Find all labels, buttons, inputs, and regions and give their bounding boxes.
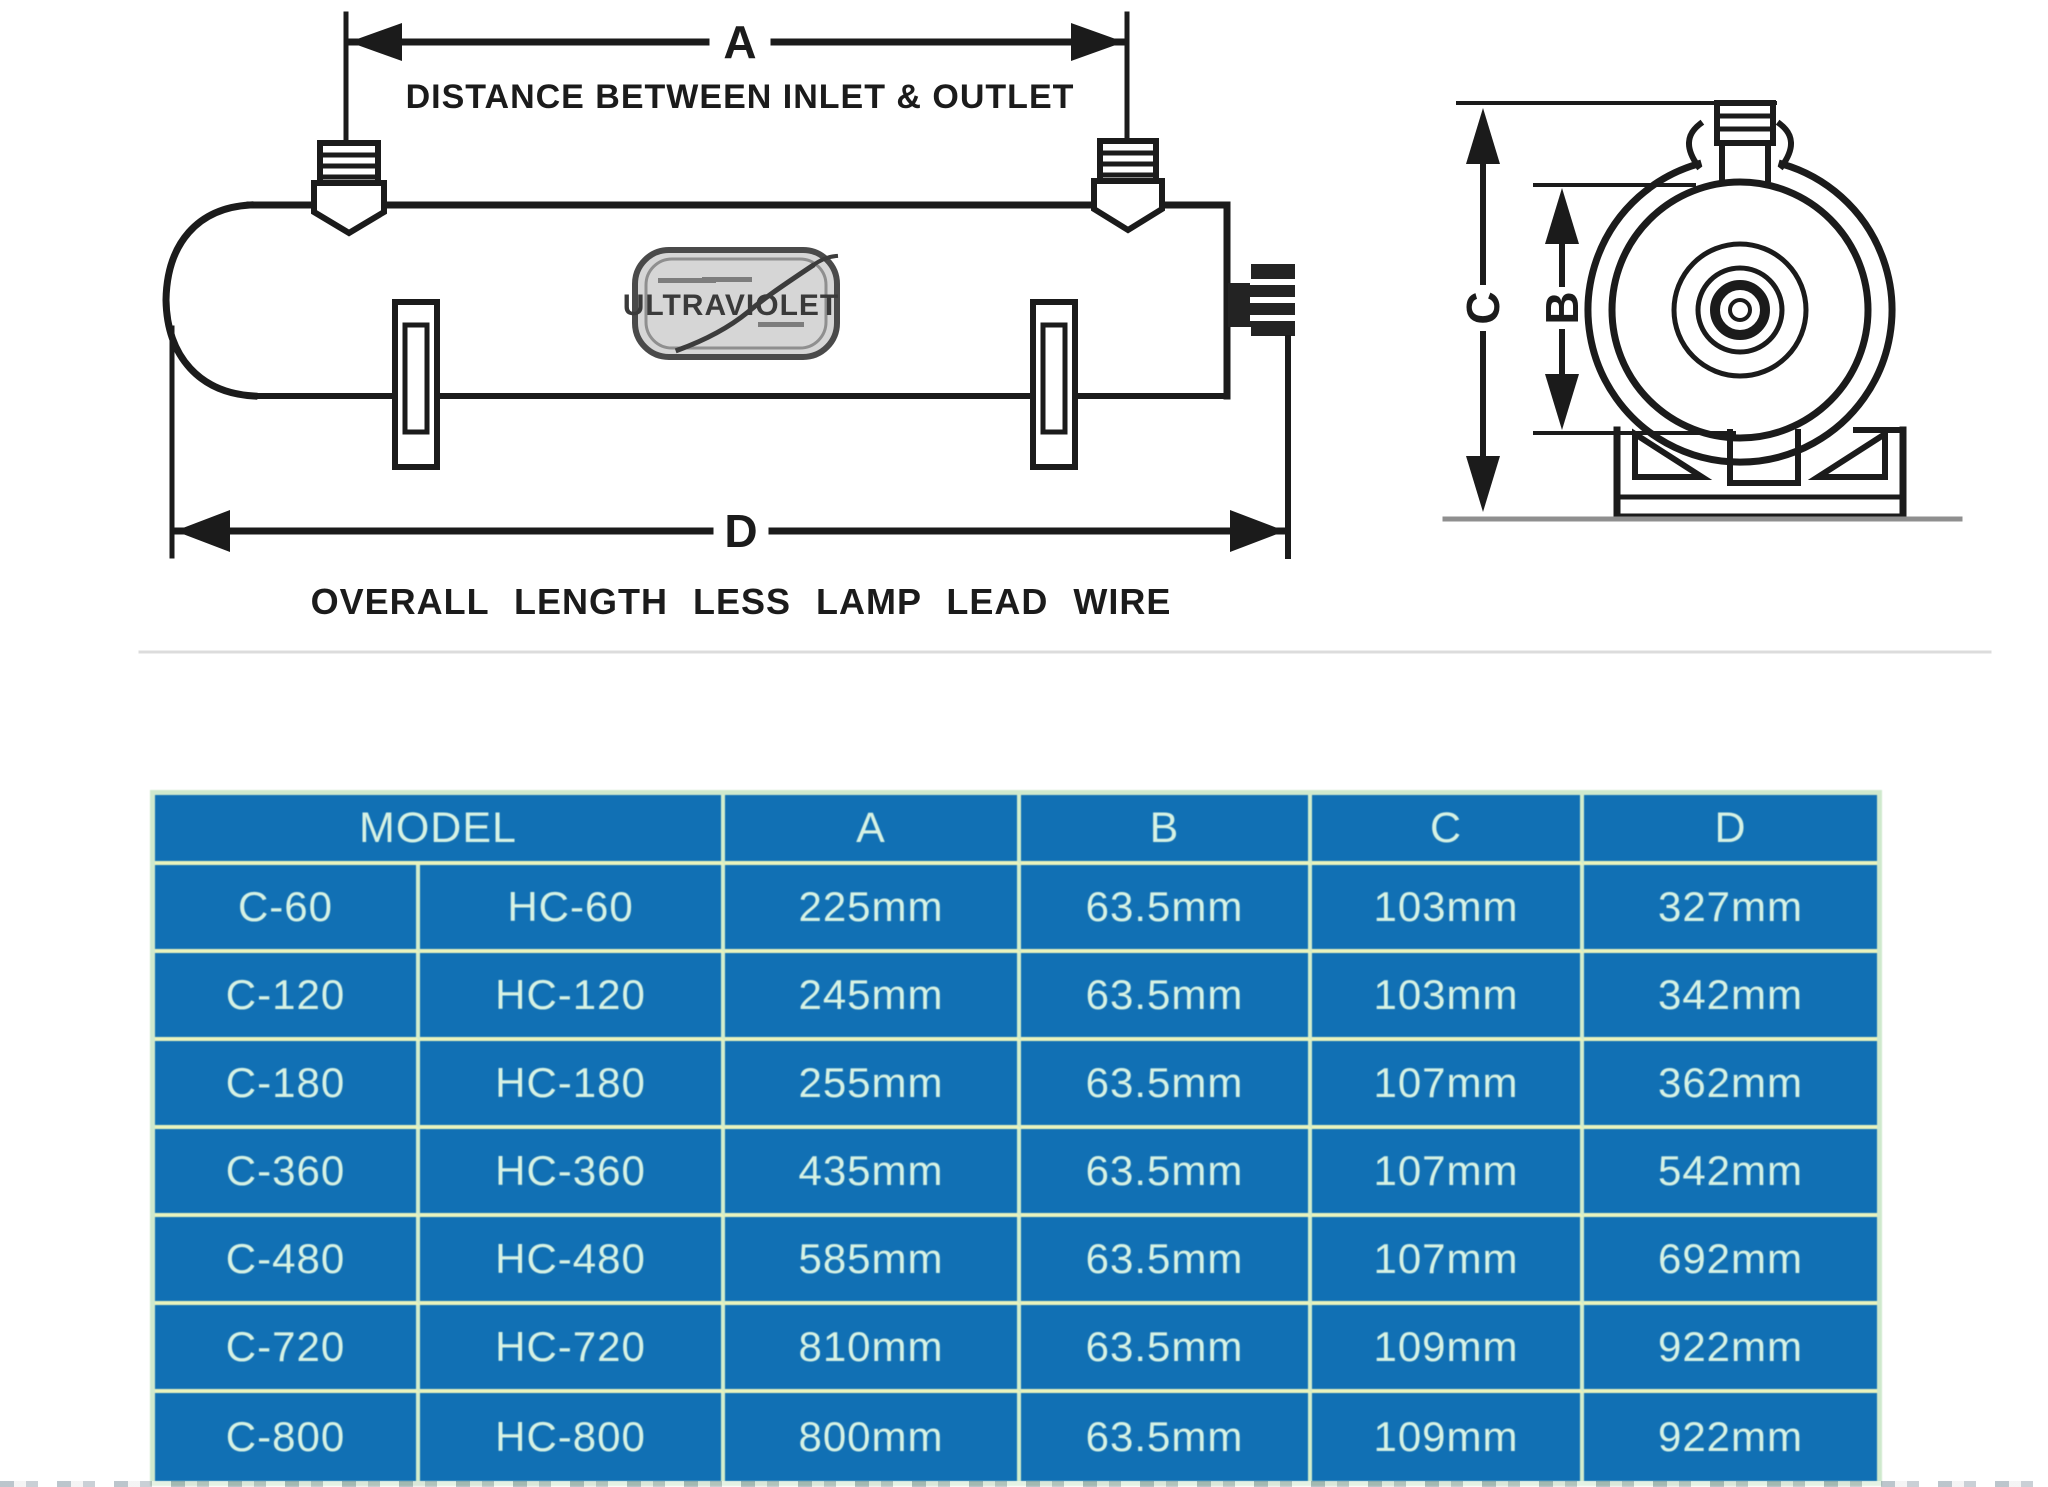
table-cell: 63.5mm — [1021, 1393, 1312, 1481]
table-cell: 63.5mm — [1021, 865, 1312, 953]
table-cell: C-360 — [155, 1129, 420, 1217]
table-cell: HC-120 — [420, 953, 725, 1041]
triangle-cutout-left — [1632, 428, 1713, 480]
table-cell: 362mm — [1584, 1041, 1877, 1129]
technical-diagram: A DISTANCE BETWEEN INLET & OUTLET — [138, 11, 1992, 654]
vessel-label-text: ULTRAVIOLET — [623, 289, 840, 322]
table-cell: 245mm — [725, 953, 1021, 1041]
table-cell: 103mm — [1312, 953, 1584, 1041]
table-cell: 255mm — [725, 1041, 1021, 1129]
table-cell: HC-720 — [420, 1305, 725, 1393]
table-cell: 542mm — [1584, 1129, 1877, 1217]
table-cell: 800mm — [725, 1393, 1021, 1481]
dim-b-letter: B — [1536, 291, 1588, 324]
arrowhead-left-icon — [175, 510, 230, 552]
table-cell: 63.5mm — [1021, 1041, 1312, 1129]
arrowhead-down-icon — [1466, 456, 1500, 512]
table-cell: HC-360 — [420, 1129, 725, 1217]
table-cell: 342mm — [1584, 953, 1877, 1041]
fine-print-mark — [702, 277, 752, 282]
swoosh-icon — [809, 253, 839, 269]
dim-a-letter: A — [723, 16, 756, 68]
table-cell: 63.5mm — [1021, 953, 1312, 1041]
table-cell: HC-180 — [420, 1041, 725, 1129]
table-cell: C-720 — [155, 1305, 420, 1393]
dimension-b: B — [1533, 183, 1736, 435]
arrowhead-up-icon — [1545, 188, 1579, 244]
table-cell: 435mm — [725, 1129, 1021, 1217]
table-cell: 63.5mm — [1021, 1129, 1312, 1217]
table-cell: 810mm — [725, 1305, 1021, 1393]
dimension-c: C — [1457, 108, 1509, 512]
dimension-a: A DISTANCE BETWEEN INLET & OUTLET — [343, 11, 1130, 146]
table-cell: 109mm — [1312, 1393, 1584, 1481]
table-cell: 107mm — [1312, 1129, 1584, 1217]
mounting-bracket-left — [392, 299, 440, 470]
side-view: A DISTANCE BETWEEN INLET & OUTLET — [162, 11, 1298, 622]
table-cell: 109mm — [1312, 1305, 1584, 1393]
table-cell: 103mm — [1312, 865, 1584, 953]
table-cell: 922mm — [1584, 1305, 1877, 1393]
table-cell: C-180 — [155, 1041, 420, 1129]
table-cell: HC-480 — [420, 1217, 725, 1305]
table-cell: HC-800 — [420, 1393, 725, 1481]
scan-edge-noise — [0, 1481, 2048, 1487]
arrowhead-left-icon — [349, 23, 402, 61]
inlet-fitting — [311, 140, 387, 237]
dimension-d: D OVERALL LENGTH LESS LAMP LEAD WIRE — [169, 325, 1291, 622]
table-cell: 692mm — [1584, 1217, 1877, 1305]
header-c: C — [1312, 795, 1584, 865]
fine-print-mark — [658, 278, 716, 283]
table-cell: 585mm — [725, 1217, 1021, 1305]
center-slot — [1727, 429, 1801, 486]
table-cell: HC-60 — [420, 865, 725, 953]
dim-c-letter: C — [1457, 291, 1509, 324]
table-cell: 107mm — [1312, 1041, 1584, 1129]
table-cell: 107mm — [1312, 1217, 1584, 1305]
outlet-fitting — [1091, 138, 1165, 234]
dim-d-letter: D — [724, 505, 757, 557]
arrowhead-right-icon — [1071, 23, 1124, 61]
table-cell: 922mm — [1584, 1393, 1877, 1481]
arrowhead-up-icon — [1466, 108, 1500, 164]
arrowhead-down-icon — [1545, 374, 1579, 430]
table-cell: C-120 — [155, 953, 420, 1041]
mounting-bracket-right — [1030, 299, 1078, 470]
swoosh-icon — [674, 262, 816, 354]
dim-d-caption: OVERALL LENGTH LESS LAMP LEAD WIRE — [311, 581, 1172, 622]
header-d: D — [1584, 795, 1877, 865]
vessel-label-plate: ULTRAVIOLET — [623, 247, 840, 360]
end-view-clamp — [1584, 119, 1896, 466]
table-cell: 225mm — [725, 865, 1021, 953]
end-view-fitting — [1714, 100, 1776, 182]
header-a: A — [725, 795, 1021, 865]
table-cell: C-800 — [155, 1393, 420, 1481]
header-model: MODEL — [155, 795, 725, 865]
gland-nut — [1228, 264, 1298, 336]
fine-print-mark — [758, 322, 804, 327]
table-cell: 327mm — [1584, 865, 1877, 953]
table-cell: C-480 — [155, 1217, 420, 1305]
table-cell: 63.5mm — [1021, 1305, 1312, 1393]
triangle-cutout-right — [1807, 428, 1888, 480]
dim-a-caption: DISTANCE BETWEEN INLET & OUTLET — [406, 78, 1075, 116]
header-b: B — [1021, 795, 1312, 865]
arrowhead-right-icon — [1230, 510, 1285, 552]
end-view: C B — [1442, 100, 1963, 522]
table-cell: C-60 — [155, 865, 420, 953]
end-view-circle — [1608, 178, 1872, 442]
spec-table: MODEL A B C D C-60 HC-60 225mm 63.5mm 10… — [150, 790, 1882, 1486]
table-cell: 63.5mm — [1021, 1217, 1312, 1305]
